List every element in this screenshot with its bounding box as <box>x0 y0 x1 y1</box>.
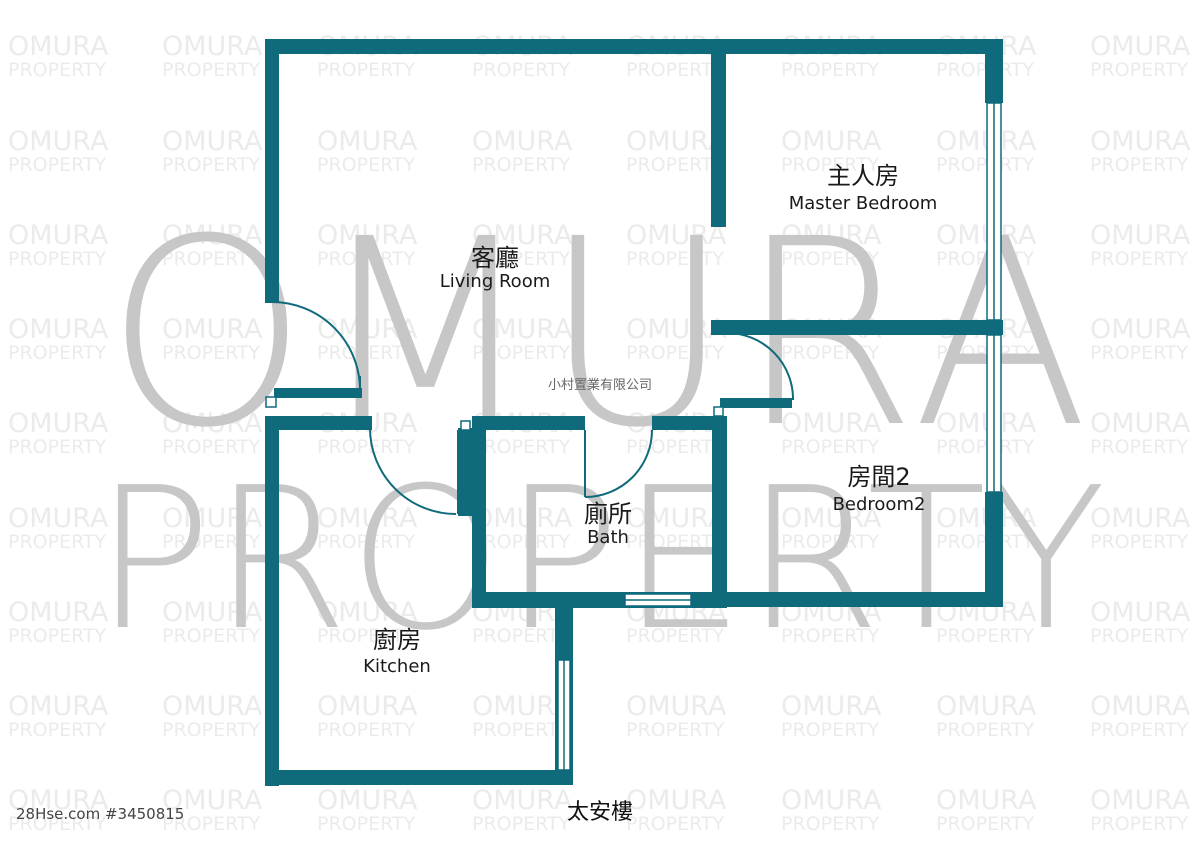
wall-bedroom2-left <box>720 398 792 408</box>
listing-id: 28Hse.com #3450815 <box>16 805 185 823</box>
door-entrance-jamb <box>265 396 277 408</box>
doors <box>265 301 795 515</box>
door-kitchen-swing <box>369 427 457 515</box>
wall-left-lower <box>265 416 279 786</box>
wall-right-bottom <box>985 492 1003 607</box>
bedroom2-label-en: Bedroom2 <box>832 494 926 515</box>
door-bedroom2-jamb <box>713 406 724 417</box>
wall-bedroom2-bottom <box>712 592 1003 607</box>
wall-living-kitchen <box>272 416 372 430</box>
door-entrance-swing <box>271 301 361 391</box>
wall-bath-top <box>472 416 585 430</box>
wall-bath-right <box>712 416 727 608</box>
building-name: 太安樓 <box>566 800 634 825</box>
master-bedroom-label-en: Master Bedroom <box>788 193 938 214</box>
kitchen-label-en: Kitchen <box>363 656 431 677</box>
kitchen-label-cn: 廚房 <box>373 626 421 654</box>
bath-label-cn: 廁所 <box>584 500 632 528</box>
windows <box>557 102 1002 771</box>
wall-bath-top-right <box>652 416 727 430</box>
walls <box>265 39 1003 786</box>
wall-kitchen-bottom <box>265 770 573 785</box>
door-kitchen-jamb <box>460 420 471 431</box>
wall-right-top <box>985 39 1003 103</box>
wall-living-door-stub <box>274 388 362 398</box>
door-bedroom2-swing <box>726 332 795 401</box>
bath-label-en: Bath <box>587 527 629 548</box>
wall-left-upper <box>265 39 279 303</box>
wall-living-master <box>711 39 726 227</box>
living-room-label-cn: 客廳 <box>471 244 519 272</box>
master-bedroom-label-cn: 主人房 <box>827 162 899 190</box>
wall-top <box>265 39 1003 54</box>
wall-kitchen-bath-stub <box>458 428 473 516</box>
company-name: 小村置業有限公司 <box>547 378 653 393</box>
wall-master-bedroom2 <box>711 320 1003 335</box>
door-bath-swing <box>584 429 653 498</box>
bedroom2-label-cn: 房間2 <box>847 463 911 491</box>
living-room-label-en: Living Room <box>439 271 551 292</box>
wall-bath-left <box>472 416 486 608</box>
